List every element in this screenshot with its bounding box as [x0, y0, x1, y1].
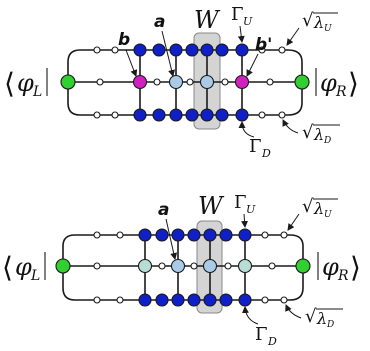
svg-text:D: D	[267, 335, 277, 348]
bottom-bond-dots	[93, 231, 288, 304]
top-label-b-prime: b'	[255, 35, 272, 55]
svg-text:φ: φ	[17, 69, 34, 97]
svg-text:U: U	[243, 15, 253, 28]
svg-text:U: U	[324, 24, 332, 34]
bottom-gamma-u: Γ U	[234, 192, 256, 216]
bottom-right-boundary-node	[295, 258, 311, 274]
top-node-b	[132, 74, 148, 90]
svg-text:Γ: Γ	[231, 4, 244, 25]
svg-text:Γ: Γ	[234, 192, 247, 213]
top-lambda-d: √ λ D	[302, 122, 340, 146]
top-node-w	[199, 74, 215, 90]
bottom-lower-row	[138, 293, 252, 307]
svg-text:√: √	[305, 306, 317, 327]
bottom-node-a	[170, 258, 186, 274]
top-lambda-u: √ λ U	[302, 10, 338, 34]
svg-text:√: √	[302, 122, 314, 143]
top-outer-loop	[67, 49, 303, 116]
top-label-w: W	[194, 6, 221, 34]
svg-text:⟩: ⟩	[350, 251, 361, 284]
top-gamma-d: Γ D	[249, 136, 271, 160]
top-lower-row	[133, 108, 249, 122]
bottom-network: ⟨ φ L φ R ⟩ a W Γ U √ λ U Γ D	[2, 192, 361, 348]
svg-text:√: √	[302, 196, 314, 217]
svg-text:√: √	[302, 10, 314, 31]
bottom-node-right	[237, 258, 253, 274]
top-bond-dots	[93, 46, 286, 119]
svg-text:φ: φ	[15, 253, 32, 281]
svg-text:φ: φ	[320, 69, 337, 97]
svg-text:⟨: ⟨	[2, 251, 13, 284]
bottom-label-w: W	[198, 192, 225, 220]
svg-text:U: U	[324, 210, 332, 220]
bottom-left-boundary-node	[55, 258, 71, 274]
svg-text:λ: λ	[313, 199, 324, 218]
top-upper-row	[133, 43, 249, 57]
bottom-bra: ⟨ φ L	[2, 251, 46, 284]
bottom-node-w	[202, 258, 218, 274]
svg-text:D: D	[326, 320, 334, 330]
svg-text:⟩: ⟩	[348, 67, 359, 100]
svg-text:L: L	[30, 268, 40, 284]
svg-text:λ: λ	[316, 309, 327, 328]
svg-text:D: D	[261, 147, 271, 160]
top-right-boundary-node	[294, 74, 310, 90]
top-label-b: b	[118, 30, 130, 50]
bottom-lambda-u: √ λ U	[302, 196, 338, 220]
svg-text:λ: λ	[313, 13, 324, 32]
bottom-gamma-d: Γ D	[255, 324, 277, 348]
svg-text:Γ: Γ	[255, 324, 268, 345]
bottom-label-a: a	[158, 200, 169, 220]
bottom-lambda-d: √ λ D	[305, 306, 343, 330]
top-left-boundary-node	[60, 74, 76, 90]
top-network: ⟨ φ L φ R ⟩ b a W Γ U b' √ λ U	[4, 4, 359, 160]
top-node-b-prime	[234, 74, 250, 90]
svg-text:λ: λ	[313, 125, 324, 144]
svg-text:R: R	[335, 84, 347, 100]
top-bra: ⟨ φ L	[4, 67, 48, 100]
svg-text:R: R	[337, 268, 349, 284]
top-label-a: a	[154, 12, 165, 32]
top-node-a	[168, 74, 184, 90]
svg-text:U: U	[246, 203, 256, 216]
svg-text:⟨: ⟨	[4, 67, 15, 100]
svg-text:L: L	[32, 84, 42, 100]
top-gamma-u: Γ U	[231, 4, 253, 28]
bottom-upper-row	[138, 228, 252, 242]
top-ket: φ R ⟩	[315, 67, 359, 100]
bottom-ket: φ R ⟩	[317, 251, 361, 284]
svg-text:φ: φ	[322, 253, 339, 281]
svg-text:Γ: Γ	[249, 136, 262, 157]
svg-text:D: D	[323, 136, 331, 146]
bottom-node-left	[137, 258, 153, 274]
